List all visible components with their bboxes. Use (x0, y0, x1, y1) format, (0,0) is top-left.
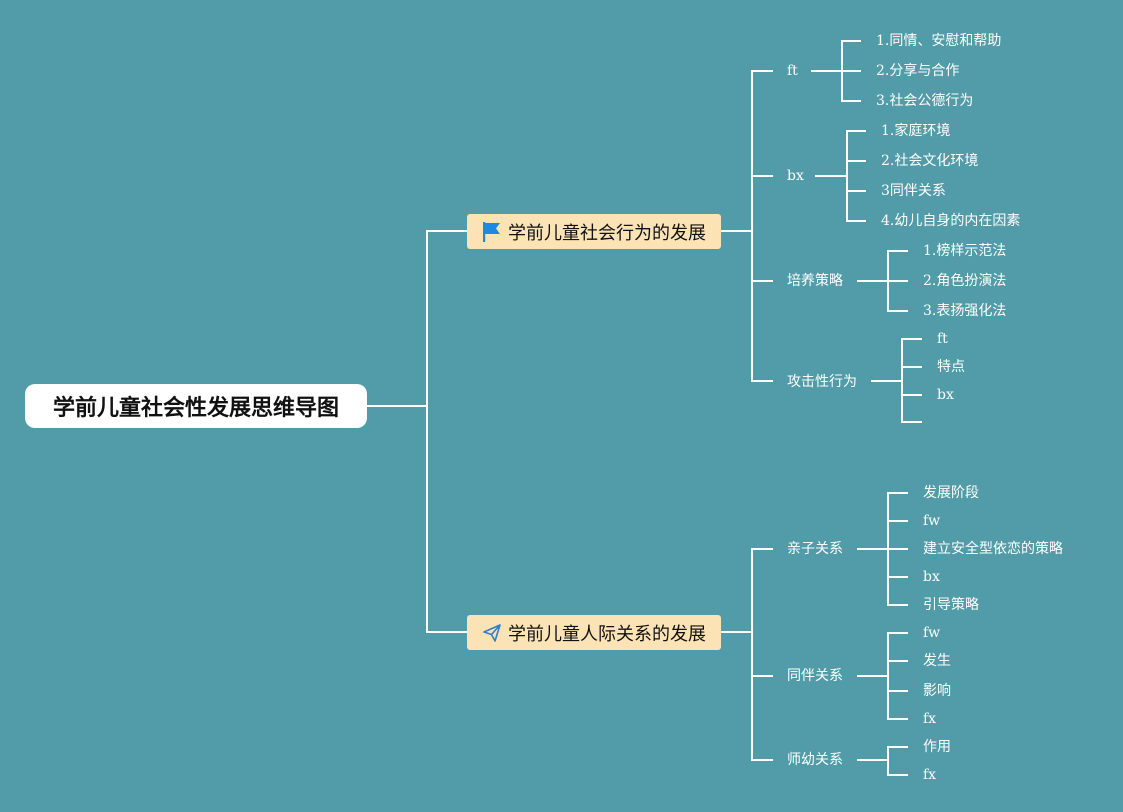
leaf-node[interactable]: bx (937, 387, 954, 403)
topic-node[interactable]: 亲子关系 (787, 541, 843, 557)
leaf-node[interactable]: 4.幼儿自身的内在因素 (881, 213, 1021, 229)
topic-node[interactable]: 师幼关系 (787, 752, 843, 768)
paper-plane-icon (482, 623, 502, 643)
leaf-node[interactable]: ft (937, 331, 948, 347)
leaf-node[interactable]: 3.社会公德行为 (876, 93, 974, 109)
branch-label: 学前儿童社会行为的发展 (508, 222, 706, 244)
leaf-node[interactable]: 1.榜样示范法 (923, 243, 1007, 259)
topic-node[interactable]: 攻击性行为 (787, 374, 857, 390)
leaf-node[interactable]: 2.社会文化环境 (881, 153, 979, 169)
leaf-node[interactable]: 影响 (923, 683, 951, 699)
leaf-node[interactable]: 3.表扬强化法 (923, 303, 1007, 319)
root-node[interactable]: 学前儿童社会性发展思维导图 (25, 384, 367, 428)
leaf-node[interactable]: 发展阶段 (923, 485, 979, 501)
leaf-node[interactable]: 特点 (937, 359, 965, 375)
leaf-node[interactable]: 作用 (923, 739, 951, 755)
leaf-node[interactable]: fw (923, 513, 941, 529)
branch-label: 学前儿童人际关系的发展 (508, 623, 706, 645)
leaf-node[interactable]: 1.家庭环境 (881, 123, 951, 139)
branch-node-social-behavior[interactable]: 学前儿童社会行为的发展 (467, 214, 721, 249)
leaf-node[interactable]: bx (923, 569, 940, 585)
leaf-node[interactable]: fw (923, 625, 941, 641)
topic-node[interactable]: ft (787, 63, 798, 79)
topic-node[interactable]: bx (787, 168, 804, 184)
leaf-node[interactable]: 3同伴关系 (881, 183, 946, 199)
leaf-node[interactable]: 建立安全型依恋的策略 (923, 541, 1063, 557)
topic-node[interactable]: 同伴关系 (787, 668, 843, 684)
leaf-node[interactable]: 2.角色扮演法 (923, 273, 1007, 289)
leaf-node[interactable]: 1.同情、安慰和帮助 (876, 33, 1002, 49)
root-title: 学前儿童社会性发展思维导图 (52, 396, 339, 421)
branch-node-interpersonal[interactable]: 学前儿童人际关系的发展 (467, 615, 721, 650)
leaf-node[interactable]: 引导策略 (923, 597, 979, 613)
leaf-node[interactable]: fx (923, 711, 937, 727)
leaf-node[interactable]: 2.分享与合作 (876, 63, 960, 79)
topic-node[interactable]: 培养策略 (787, 273, 843, 289)
leaf-node[interactable]: fx (923, 767, 937, 783)
leaf-node[interactable]: 发生 (923, 653, 951, 669)
flag-icon (482, 221, 502, 243)
